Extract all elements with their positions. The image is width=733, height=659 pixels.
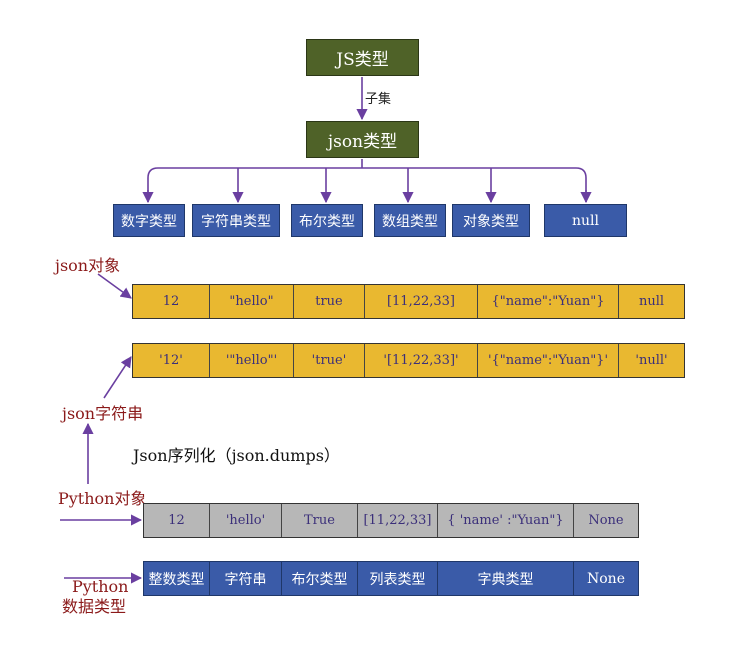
- json-string-cell: 'true': [294, 344, 365, 377]
- python-type-cell: 字符串: [210, 562, 282, 595]
- subset-label: 子集: [365, 92, 392, 107]
- json-string-cell: 'null': [619, 344, 684, 377]
- serialization-title: Json序列化（json.dumps）: [133, 446, 340, 465]
- json-string-label: json字符串: [62, 404, 144, 423]
- json-object-pointer: [97, 273, 132, 299]
- json-object-cell: null: [619, 285, 684, 318]
- json-object-cell: "hello": [210, 285, 294, 318]
- json-string-pointer: [103, 356, 132, 399]
- python-types-label-line1: Python: [72, 577, 129, 596]
- json-type-boolean: 布尔类型: [291, 204, 363, 237]
- json-string-cell: '[11,22,33]': [365, 344, 478, 377]
- python-object-cell: 'hello': [210, 504, 282, 537]
- python-type-cell: 字典类型: [438, 562, 574, 595]
- json-type-number: 数字类型: [113, 204, 185, 237]
- json-object-cell: 12: [133, 285, 210, 318]
- python-type-cell: 列表类型: [358, 562, 438, 595]
- json-object-label: json对象: [55, 256, 121, 275]
- json-types-box: json类型: [306, 121, 419, 158]
- python-type-cell: 布尔类型: [282, 562, 358, 595]
- python-type-cell: 整数类型: [144, 562, 210, 595]
- branch-bracket: [147, 167, 587, 202]
- json-string-cell: '12': [133, 344, 210, 377]
- js-types-box: JS类型: [306, 39, 419, 76]
- json-string-cell: '"hello"': [210, 344, 294, 377]
- python-types-label: Python 数据类型: [62, 577, 128, 617]
- python-object-cell: 12: [144, 504, 210, 537]
- python-object-cell: { 'name' :"Yuan"}: [438, 504, 574, 537]
- python-type-cell: None: [574, 562, 638, 595]
- python-object-row: 12 'hello' True [11,22,33] { 'name' :"Yu…: [143, 503, 639, 538]
- python-object-cell: None: [574, 504, 638, 537]
- python-object-cell: True: [282, 504, 358, 537]
- python-object-cell: [11,22,33]: [358, 504, 438, 537]
- json-object-cell: true: [294, 285, 365, 318]
- python-types-label-line2: 数据类型: [62, 597, 127, 616]
- python-types-row: 整数类型 字符串 布尔类型 列表类型 字典类型 None: [143, 561, 639, 596]
- json-type-string: 字符串类型: [192, 204, 280, 237]
- json-type-array: 数组类型: [374, 204, 446, 237]
- python-object-label: Python对象: [58, 489, 147, 508]
- json-type-null: null: [544, 204, 627, 237]
- json-type-object: 对象类型: [452, 204, 530, 237]
- json-object-row: 12 "hello" true [11,22,33] {"name":"Yuan…: [132, 284, 685, 319]
- json-string-row: '12' '"hello"' 'true' '[11,22,33]' '{"na…: [132, 343, 685, 378]
- json-object-cell: [11,22,33]: [365, 285, 478, 318]
- json-string-cell: '{"name":"Yuan"}': [478, 344, 619, 377]
- json-object-cell: {"name":"Yuan"}: [478, 285, 619, 318]
